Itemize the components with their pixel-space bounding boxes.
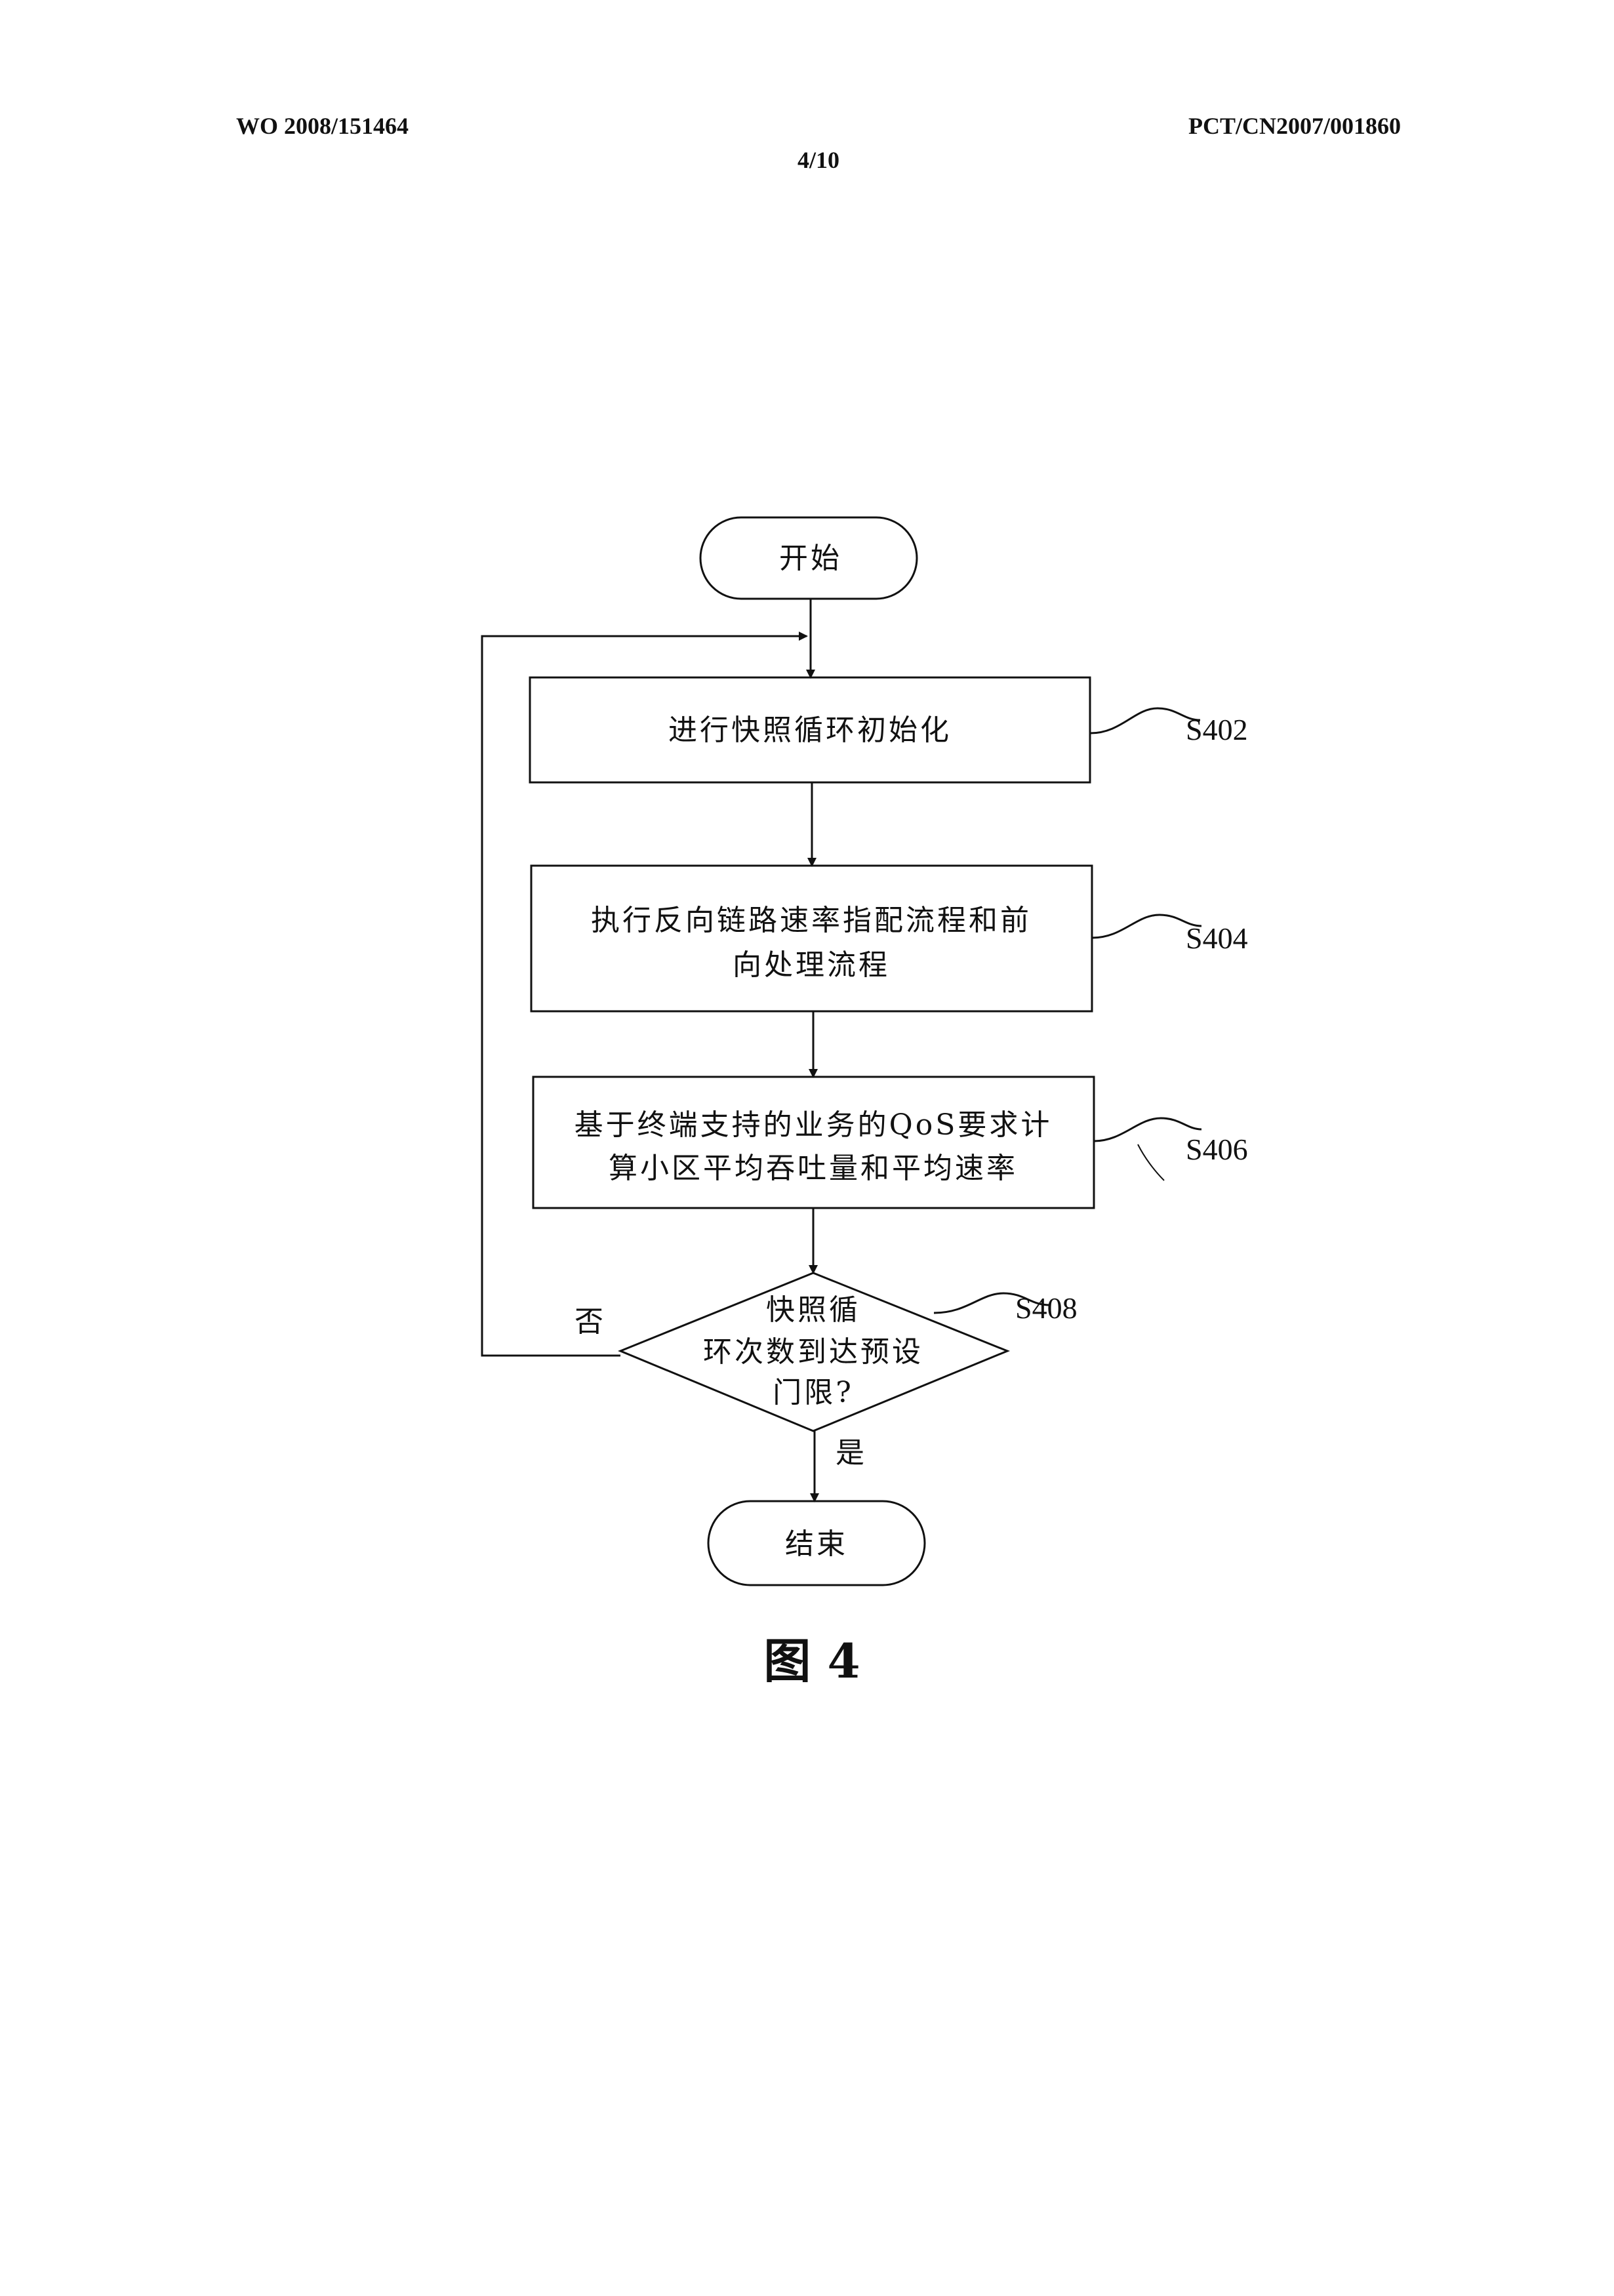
step-box-s404	[531, 866, 1092, 1011]
end-label: 结束	[785, 1527, 848, 1561]
step-s404-text-line2: 向处理流程	[733, 948, 890, 982]
callout-s404	[1092, 915, 1201, 938]
step-s404-text-line1: 执行反向链路速率指配流程和前	[591, 904, 1032, 937]
no-branch-label: 否	[575, 1305, 606, 1339]
step-id-s408: S408	[1015, 1291, 1078, 1325]
callout-s406-tail	[1138, 1144, 1164, 1180]
callout-s402	[1090, 708, 1200, 733]
step-id-s406: S406	[1186, 1133, 1248, 1166]
step-id-s404: S404	[1186, 921, 1248, 955]
yes-branch-label: 是	[836, 1436, 867, 1470]
step-box-s406	[533, 1077, 1094, 1208]
start-label: 开始	[779, 542, 842, 575]
figure-title: 图 4	[763, 1633, 860, 1689]
step-s406-text-line1: 基于终端支持的业务的QoS要求计	[575, 1108, 1053, 1142]
step-s406-text-line2: 算小区平均吞吐量和平均速率	[609, 1152, 1018, 1185]
decision-text-line2: 环次数到达预设	[703, 1335, 923, 1369]
step-id-s402: S402	[1186, 713, 1248, 746]
decision-text-line1: 快照循	[766, 1293, 860, 1327]
decision-text-line3: 门限?	[773, 1376, 854, 1409]
step-s402-text: 进行快照循环初始化	[668, 714, 952, 747]
